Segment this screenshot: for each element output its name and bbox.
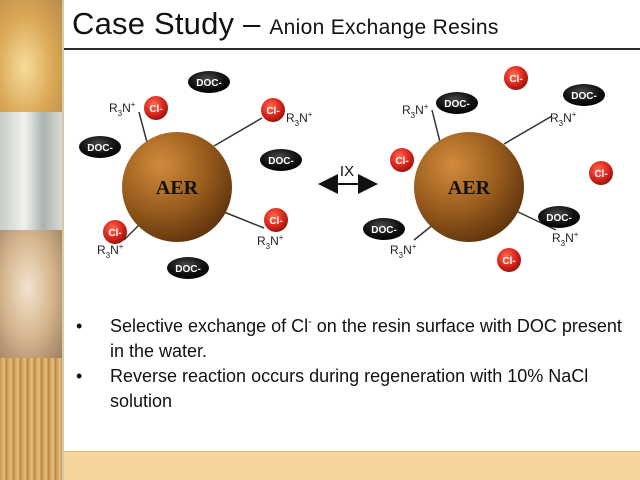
chloride-ion: Cl- bbox=[390, 148, 414, 172]
photo-filter-media bbox=[0, 358, 62, 480]
bullet-text: Selective exchange of Cl- on the resin s… bbox=[110, 316, 622, 361]
chloride-ion: Cl- bbox=[504, 66, 528, 90]
svg-text:Cl-: Cl- bbox=[594, 169, 607, 180]
decorative-photo-strip bbox=[0, 0, 62, 480]
doc-ion: DOC- bbox=[538, 206, 580, 228]
bullet-marker: • bbox=[76, 316, 83, 336]
chloride-ion: Cl- bbox=[261, 98, 285, 122]
doc-ion: DOC- bbox=[563, 84, 605, 106]
arm bbox=[503, 115, 553, 145]
chloride-ion: Cl- bbox=[144, 96, 168, 120]
title-divider bbox=[64, 48, 640, 50]
svg-text:DOC-: DOC- bbox=[371, 225, 397, 236]
functional-group-label: R3N+ bbox=[552, 230, 579, 248]
svg-text:Cl-: Cl- bbox=[502, 256, 515, 267]
bead-label: AER bbox=[448, 177, 491, 199]
svg-text:DOC-: DOC- bbox=[571, 91, 597, 102]
title-main: Case Study – bbox=[72, 6, 261, 41]
functional-group-label: R3N+ bbox=[402, 102, 429, 120]
doc-ion: DOC- bbox=[167, 257, 209, 279]
photo-scientist bbox=[0, 230, 62, 358]
arm bbox=[213, 117, 263, 147]
svg-text:DOC-: DOC- bbox=[87, 143, 113, 154]
doc-ion: DOC- bbox=[363, 218, 405, 240]
bullet-marker: • bbox=[76, 366, 83, 386]
functional-group-label: R3N+ bbox=[390, 242, 417, 260]
functional-group-label: R3N+ bbox=[97, 242, 124, 260]
footer-band bbox=[64, 452, 640, 480]
svg-text:Cl-: Cl- bbox=[108, 228, 121, 239]
footer-divider bbox=[64, 451, 640, 452]
bullet-text: Reverse reaction occurs during regenerat… bbox=[110, 366, 589, 411]
exchange-arrow: IX bbox=[318, 163, 378, 194]
functional-group-label: R3N+ bbox=[286, 110, 313, 128]
bullet-item: • Reverse reaction occurs during regener… bbox=[76, 364, 636, 414]
svg-text:Cl-: Cl- bbox=[266, 106, 279, 117]
slide-title: Case Study – Anion Exchange Resins bbox=[72, 6, 499, 42]
svg-text:DOC-: DOC- bbox=[268, 156, 294, 167]
doc-ion: DOC- bbox=[79, 136, 121, 158]
svg-text:DOC-: DOC- bbox=[175, 264, 201, 275]
chloride-ion: Cl- bbox=[497, 248, 521, 272]
chloride-ion: Cl- bbox=[589, 161, 613, 185]
chloride-ion: Cl- bbox=[264, 208, 288, 232]
resin-bead-left: AER bbox=[122, 111, 265, 242]
bead-label: AER bbox=[156, 177, 199, 199]
svg-text:Cl-: Cl- bbox=[149, 104, 162, 115]
ion-exchange-diagram: AER R3N+ R3N+ R3N+ R3N+ Cl- Cl- Cl- Cl- … bbox=[79, 66, 613, 279]
functional-group-label: R3N+ bbox=[257, 233, 284, 251]
strip-divider bbox=[62, 0, 64, 480]
resin-bead bbox=[414, 132, 524, 242]
resin-bead-right: AER bbox=[413, 109, 557, 242]
arm bbox=[218, 209, 265, 229]
doc-ion: DOC- bbox=[188, 71, 230, 93]
functional-group-label: R3N+ bbox=[109, 100, 136, 118]
svg-text:DOC-: DOC- bbox=[444, 99, 470, 110]
bullet-list: • Selective exchange of Cl- on the resin… bbox=[76, 314, 636, 414]
photo-glassware bbox=[0, 112, 62, 230]
svg-text:DOC-: DOC- bbox=[546, 213, 572, 224]
chloride-ion: Cl- bbox=[103, 220, 127, 244]
svg-text:Cl-: Cl- bbox=[395, 156, 408, 167]
functional-group-label: R3N+ bbox=[550, 110, 577, 128]
doc-ion: DOC- bbox=[260, 149, 302, 171]
doc-ion: DOC- bbox=[436, 92, 478, 114]
svg-text:Cl-: Cl- bbox=[509, 74, 522, 85]
arrow-label: IX bbox=[340, 163, 354, 180]
bullet-item: • Selective exchange of Cl- on the resin… bbox=[76, 314, 636, 364]
svg-text:Cl-: Cl- bbox=[269, 216, 282, 227]
title-sub: Anion Exchange Resins bbox=[269, 16, 499, 39]
svg-text:DOC-: DOC- bbox=[196, 78, 222, 89]
photo-beakers bbox=[0, 0, 62, 112]
resin-bead bbox=[122, 132, 232, 242]
arm bbox=[413, 223, 435, 241]
